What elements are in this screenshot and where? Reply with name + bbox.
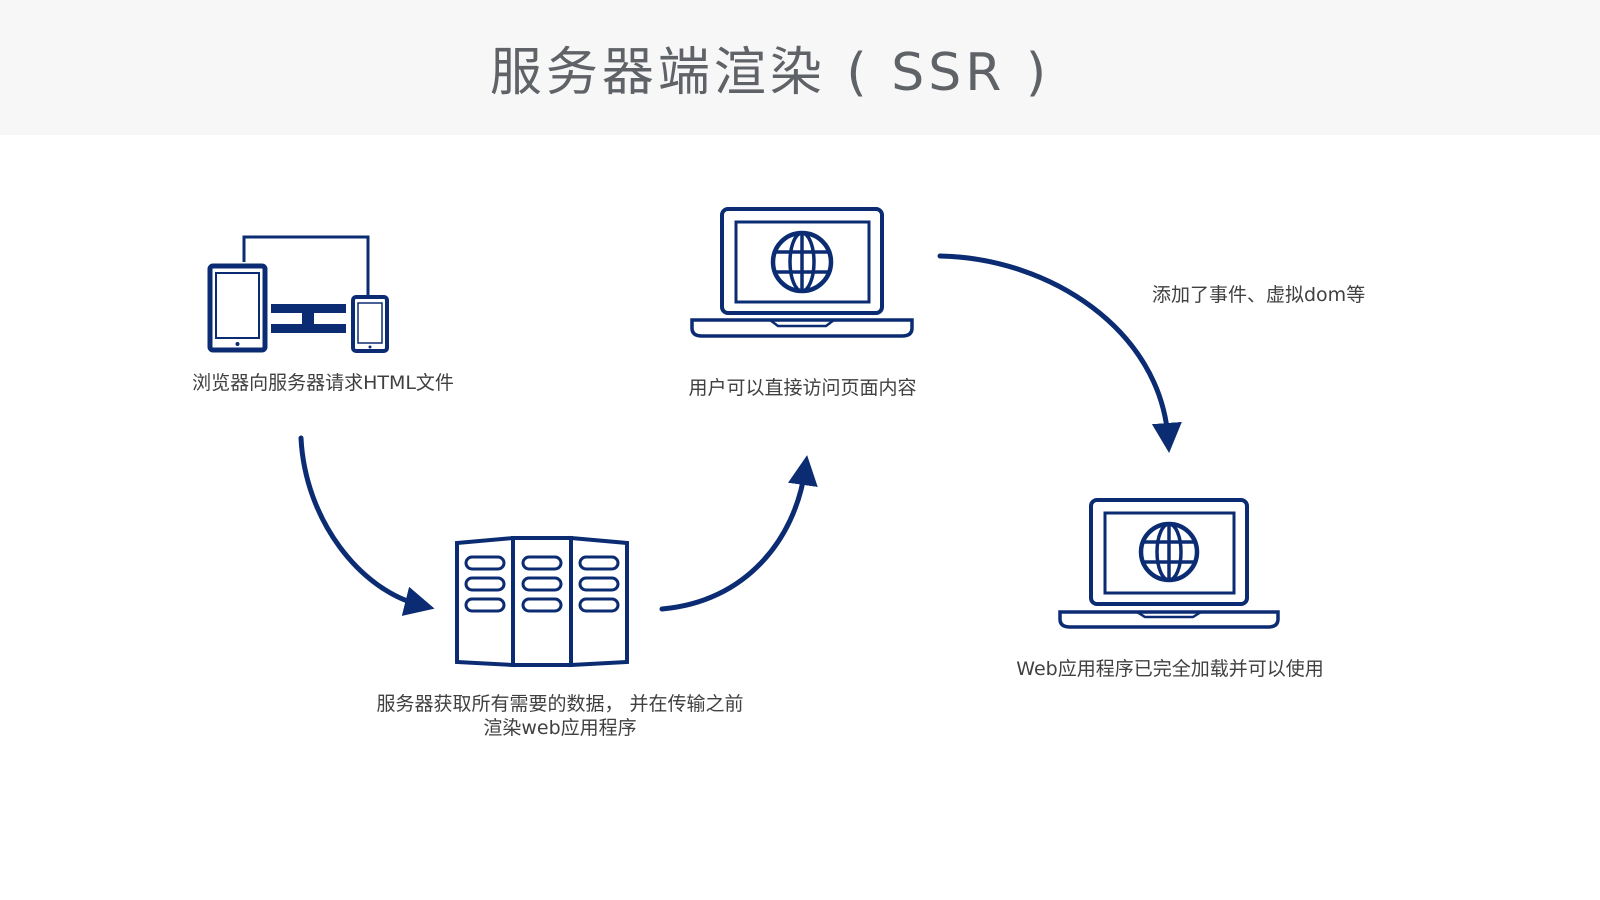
arrow-user-to-app (937, 253, 1182, 453)
laptop-globe-icon-top (690, 207, 914, 338)
step-label-browser-request: 浏览器向服务器请求HTML文件 (192, 372, 454, 394)
header-bar: 服务器端渲染 ( SSR ) (0, 0, 1600, 135)
step-label-user-access: 用户可以直接访问页面内容 (688, 377, 917, 399)
step-label-server-render-1: 服务器获取所有需要的数据， 并在传输之前 (376, 693, 744, 715)
arrow-label-hydrate: 添加了事件、虚拟dom等 (1152, 284, 1366, 306)
server-icon (455, 535, 629, 668)
step-label-server-render-2: 渲染web应用程序 (483, 717, 637, 739)
page-title: 服务器端渲染 ( SSR ) (489, 43, 1051, 103)
laptop-globe-icon-right (1058, 498, 1280, 629)
devices-icon (207, 235, 389, 353)
step-label-app-ready: Web应用程序已完全加载并可以使用 (1016, 658, 1324, 680)
arrow-browser-to-server (298, 435, 435, 616)
arrow-server-to-user (659, 455, 818, 612)
